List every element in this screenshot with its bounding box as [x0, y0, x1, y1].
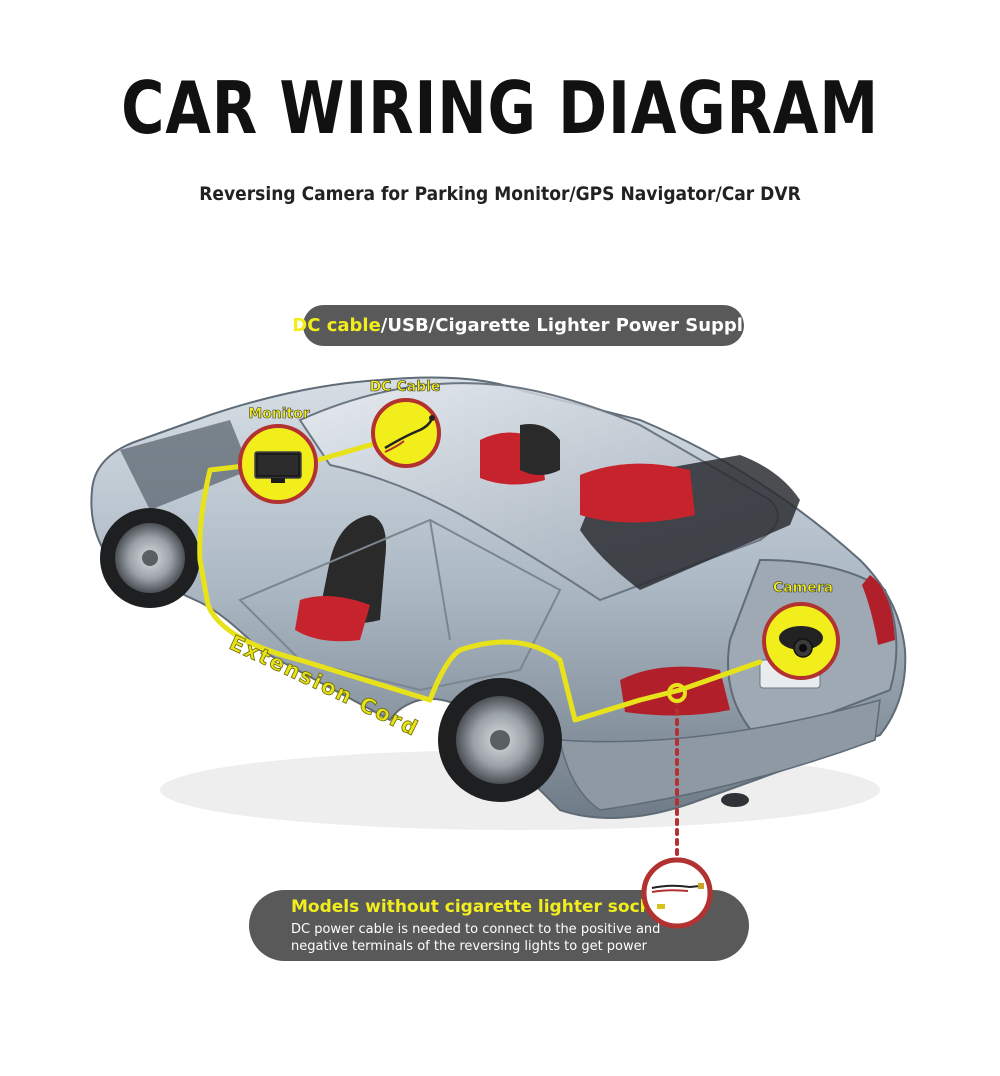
power-rest-text: /USB/Cigarette Lighter Power Supply — [380, 315, 755, 336]
rear-wheel — [438, 678, 562, 802]
note-description: DC power cable is needed to connect to t… — [291, 922, 661, 954]
front-wheel — [100, 508, 200, 608]
tail-light-right — [862, 575, 895, 645]
door-frame — [429, 519, 451, 641]
exhaust-pipe — [721, 793, 749, 807]
power-highlight-text: DC cable — [292, 315, 381, 336]
dc-cable-callout — [371, 398, 441, 468]
front-seat-cushion — [295, 596, 370, 642]
camera-label: Camera — [773, 580, 833, 596]
monitor-callout — [238, 424, 318, 504]
engine-bay — [120, 420, 250, 510]
rear-bumper — [559, 698, 881, 811]
rear-seat-right — [580, 463, 695, 523]
front-seat — [320, 515, 386, 624]
camera-callout — [762, 602, 840, 680]
dc-cable-label: DC Cable — [370, 379, 441, 395]
note-pill: Models without cigarette lighter socket … — [249, 890, 749, 961]
power-supply-pill: DC cable/USB/Cigarette Lighter Power Sup… — [292, 305, 755, 346]
note-title: Models without cigarette lighter socket — [291, 897, 671, 917]
monitor-label: Monitor — [248, 406, 310, 422]
diagram-subtitle: Reversing Camera for Parking Monitor/GPS… — [199, 183, 801, 205]
diagram-title: CAR WIRING DIAGRAM — [121, 66, 879, 150]
seat-back — [520, 424, 560, 475]
extension-cord-wire — [197, 459, 763, 723]
tail-light-connection-point — [667, 683, 687, 703]
